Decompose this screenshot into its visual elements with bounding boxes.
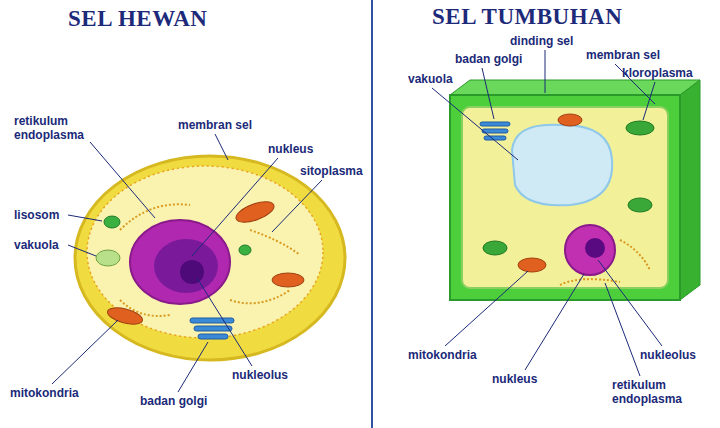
plant-leader-lines <box>432 50 662 376</box>
part-label: badan golgi <box>140 394 207 408</box>
part-label: nukleus <box>268 142 313 156</box>
part-label: mitokondria <box>408 348 477 362</box>
part-label: nukleolus <box>640 348 696 362</box>
cell-heading: SEL TUMBUHAN <box>432 4 622 30</box>
part-label: retikulum endoplasma <box>14 114 94 142</box>
part-label: dinding sel <box>510 34 573 48</box>
animal-cell <box>75 156 345 360</box>
plant-cell <box>450 80 700 300</box>
part-label: nukleus <box>492 372 537 386</box>
animal-leader-lines <box>52 134 322 392</box>
part-label: retikulum endoplasma <box>612 378 692 406</box>
cell-heading: SEL HEWAN <box>68 6 207 32</box>
part-label: membran sel <box>586 48 660 62</box>
part-label: vakuola <box>408 72 453 86</box>
part-label: membran sel <box>178 118 252 132</box>
part-label: sitoplasma <box>300 164 363 178</box>
part-label: badan golgi <box>455 52 522 66</box>
part-label: nukleolus <box>232 368 288 382</box>
part-label: lisosom <box>14 208 59 222</box>
part-label: kloroplasma <box>622 66 693 80</box>
part-label: vakuola <box>14 238 59 252</box>
divider-line <box>371 0 373 428</box>
part-label: mitokondria <box>10 386 79 400</box>
